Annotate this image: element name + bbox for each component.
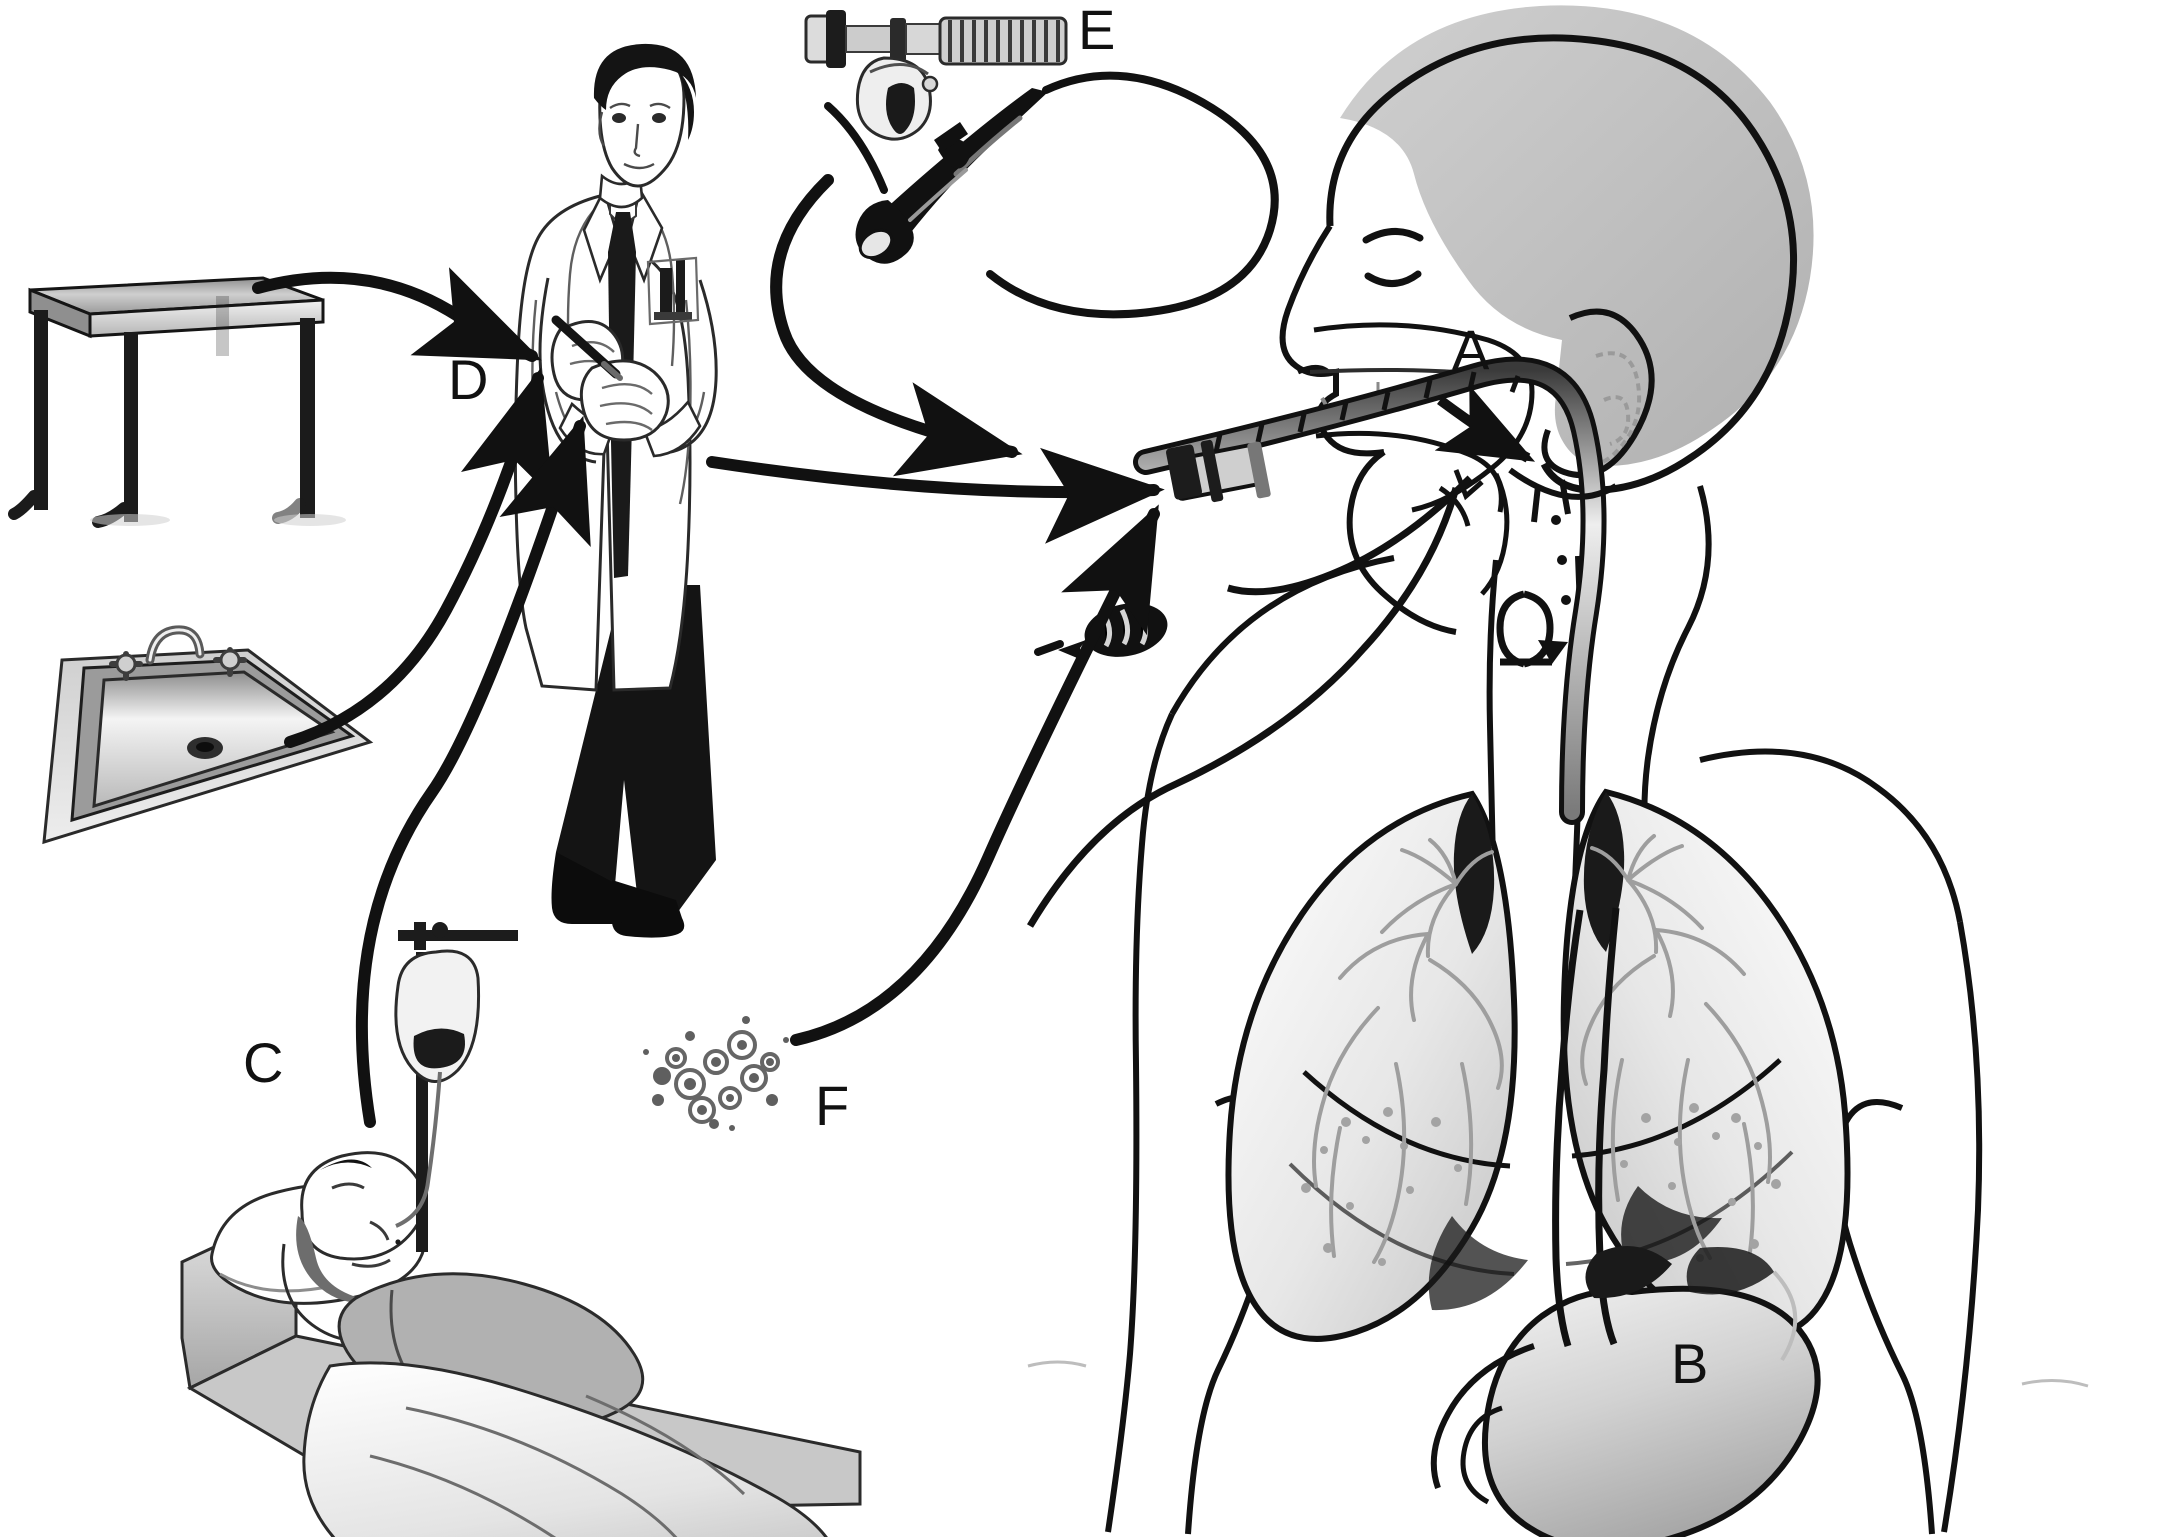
patient-head-sagittal — [1279, 5, 1814, 909]
lungs — [1225, 788, 1851, 1342]
stomach — [1430, 907, 1821, 1537]
arrow-sink-to-hands — [284, 367, 554, 748]
hand-wash-sink — [42, 625, 374, 845]
endotracheal-tube — [1026, 356, 1618, 928]
patient-in-bed — [180, 922, 862, 1537]
bedside-table — [8, 276, 346, 528]
healthcare-worker — [513, 43, 718, 938]
label-F: F — [815, 1074, 850, 1137]
label-A: A — [1452, 318, 1490, 381]
arrow-bed-to-hands — [355, 415, 591, 1128]
ventilator-circuit-connector — [804, 10, 1068, 141]
arrow-table-to-hands — [252, 267, 542, 362]
tube-connector — [1165, 439, 1271, 503]
arrow-hands-to-tube — [706, 447, 1165, 544]
label-D: D — [448, 348, 489, 411]
arrow-bacteria-to-tube — [790, 504, 1160, 1046]
label-E: E — [1078, 0, 1116, 61]
label-C: C — [243, 1031, 284, 1094]
bacteria-cluster — [643, 1016, 789, 1131]
label-B: B — [1671, 1332, 1709, 1395]
transmission-arrows — [252, 174, 1165, 1128]
fiberoptic-bronchoscope — [824, 71, 1279, 319]
arrow-bronchoscope-to-tube — [770, 174, 1023, 477]
healthcare-worker-hands — [550, 315, 670, 442]
